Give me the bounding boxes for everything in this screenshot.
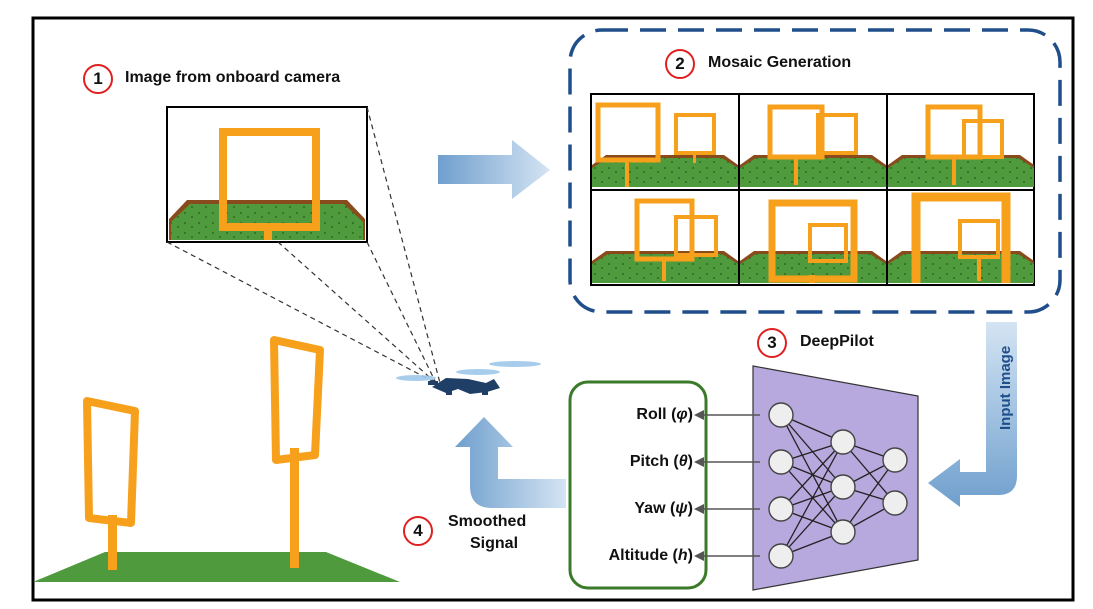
deeppilot-network bbox=[752, 365, 919, 591]
step-2-circle: 2 bbox=[665, 49, 695, 79]
network-node bbox=[882, 490, 908, 516]
network-edge bbox=[780, 461, 844, 533]
network-edge bbox=[780, 441, 844, 557]
ground-scene bbox=[33, 336, 400, 582]
output-pitch-symbol: θ bbox=[678, 453, 688, 470]
step-2-label: Mosaic Generation bbox=[708, 54, 852, 71]
outputs-box bbox=[568, 380, 708, 590]
network-edge bbox=[842, 441, 896, 504]
step-1-label: Image from onboard camera bbox=[125, 69, 341, 86]
step-4-circle: 4 bbox=[403, 516, 433, 546]
network-node bbox=[882, 447, 908, 473]
arrow-to-mosaic bbox=[438, 140, 550, 199]
output-yaw-name: Yaw bbox=[634, 500, 666, 517]
output-altitude-symbol: h bbox=[677, 547, 688, 564]
input-image-arrow bbox=[928, 322, 1017, 507]
output-yaw: Yaw (ψ) bbox=[634, 500, 693, 517]
network-node bbox=[830, 519, 856, 545]
output-altitude: Altitude (h) bbox=[608, 547, 693, 564]
step-4-label-line1: Smoothed bbox=[448, 513, 527, 530]
smoothed-signal-arrow bbox=[455, 417, 566, 508]
output-arrows bbox=[694, 410, 760, 561]
network-edge bbox=[780, 414, 844, 533]
output-pitch: Pitch (θ) bbox=[629, 453, 693, 470]
network-node bbox=[768, 449, 794, 475]
network-node bbox=[830, 474, 856, 500]
output-roll: Roll (φ) bbox=[636, 406, 693, 423]
network-node bbox=[830, 429, 856, 455]
step-3-label: DeepPilot bbox=[800, 333, 874, 350]
step-3-circle: 3 bbox=[757, 328, 787, 358]
network-node bbox=[768, 543, 794, 569]
output-roll-symbol: φ bbox=[676, 406, 688, 423]
network-edge bbox=[780, 441, 844, 510]
network-node bbox=[768, 496, 794, 522]
input-image-label: Input Image bbox=[997, 345, 1014, 430]
network-edge bbox=[780, 414, 844, 488]
camera-projection-lines bbox=[166, 106, 441, 384]
output-roll-name: Roll bbox=[636, 406, 667, 423]
network-edge bbox=[842, 459, 896, 533]
drone-icon bbox=[396, 361, 541, 395]
output-yaw-symbol: ψ bbox=[675, 500, 688, 517]
output-pitch-name: Pitch bbox=[629, 453, 669, 470]
mosaic-grid bbox=[590, 93, 1035, 286]
network-node bbox=[768, 402, 794, 428]
camera-image bbox=[166, 106, 368, 243]
output-altitude-name: Altitude bbox=[608, 547, 669, 564]
step-4-label-line2: Signal bbox=[470, 535, 519, 552]
mosaic-container bbox=[568, 28, 1062, 314]
network-edge bbox=[780, 486, 844, 557]
step-1-circle: 1 bbox=[83, 64, 113, 94]
